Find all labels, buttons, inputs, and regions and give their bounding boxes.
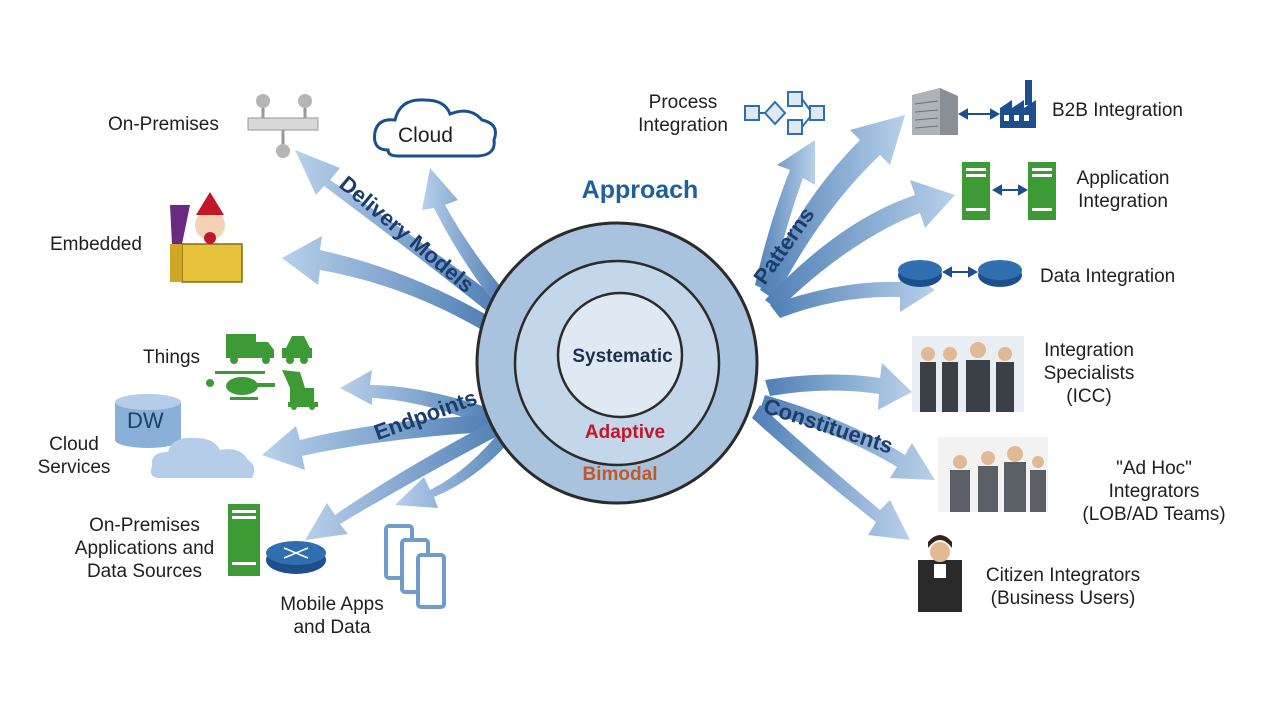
b2b-link-arrow	[957, 108, 1001, 120]
label-line: Data Sources	[86, 561, 203, 582]
people-photo-icon	[938, 437, 1048, 512]
people-photo-icon	[918, 535, 962, 612]
factory-icon	[1000, 80, 1036, 128]
excavator-icon	[282, 370, 318, 410]
label-embedded: Embedded	[50, 234, 142, 255]
label-line: Application	[1076, 168, 1170, 189]
constituents-arrows	[752, 363, 935, 540]
process-flow-icon	[744, 91, 825, 135]
label-process-integration: Process Integration	[628, 91, 738, 137]
label-citizen: Citizen Integrators (Business Users)	[972, 564, 1154, 610]
car-icon	[282, 336, 312, 364]
office-building-icon	[912, 88, 958, 135]
label-line: (Business Users)	[990, 588, 1136, 609]
database-icon	[115, 394, 181, 448]
server-icon	[228, 504, 260, 576]
arrow-to-process-integration	[755, 140, 815, 292]
label-line: Integration	[1078, 191, 1168, 212]
cloud-icon	[373, 98, 497, 158]
label-cloud-services: Cloud Services	[30, 433, 118, 479]
arrow-to-b2b	[760, 115, 905, 300]
label-on-premises-apps: On-Premises Applications and Data Source…	[62, 514, 227, 583]
label-line: Process	[648, 92, 718, 113]
patterns-arrows	[755, 115, 955, 318]
label-line: Integrators	[1108, 481, 1200, 502]
arrow-to-cloud	[422, 168, 505, 300]
router-icon	[898, 260, 1022, 287]
label-line: (LOB/AD Teams)	[1082, 504, 1226, 525]
label-line: On-Premises	[89, 515, 200, 536]
arrow-to-on-premises-apps	[305, 420, 505, 540]
approach-title: Approach	[581, 176, 699, 204]
arrow-to-on-premises	[295, 150, 500, 312]
label-line: Citizen Integrators	[985, 565, 1141, 586]
label-cloud: Cloud	[398, 124, 453, 147]
arrow-to-data-integration	[770, 266, 935, 318]
label-line: Services	[37, 457, 111, 478]
helicopter-icon	[206, 371, 275, 400]
arrow-to-cloud-services	[262, 415, 492, 470]
label-ad-hoc: "Ad Hoc" Integrators (LOB/AD Teams)	[1066, 457, 1242, 526]
label-data-integration: Data Integration	[1040, 266, 1176, 287]
delivery-models-arrows	[282, 150, 505, 330]
label-line: Specialists	[1043, 363, 1135, 384]
label-integration-specialists: Integration Specialists (ICC)	[1030, 339, 1148, 408]
label-line: Integration	[1044, 340, 1134, 361]
label-b2b-integration: B2B Integration	[1052, 100, 1183, 121]
arrow-to-mobile	[395, 425, 518, 508]
approach-circles	[475, 221, 759, 505]
jack-in-the-box-icon	[170, 192, 243, 283]
truck-icon	[226, 334, 274, 364]
label-line: Applications and	[74, 538, 215, 559]
people-photo-icon	[912, 336, 1024, 412]
arrow-to-application	[765, 180, 955, 310]
label-line: "Ad Hoc"	[1116, 458, 1192, 479]
arrow-to-ad-hoc	[760, 395, 935, 480]
ring-label-systematic: Systematic	[572, 346, 673, 367]
label-application-integration: Application Integration	[1064, 167, 1182, 213]
cloud-services-icon	[151, 437, 255, 478]
label-line: Integration	[638, 115, 728, 136]
label-mobile: Mobile Apps and Data	[268, 593, 396, 639]
arrow-to-embedded	[282, 236, 492, 330]
arrow-to-citizen	[752, 405, 910, 540]
label-line: and Data	[293, 617, 371, 638]
endpoints-arrows	[262, 370, 518, 540]
server-icon	[962, 162, 1056, 220]
router-icon	[266, 541, 326, 574]
label-on-premises: On-Premises	[108, 114, 219, 135]
ring-label-adaptive: Adaptive	[584, 422, 666, 443]
mobile-phone-icon	[384, 524, 446, 609]
arrow-to-things	[340, 370, 495, 425]
pipeline-icon	[247, 94, 319, 158]
label-things: Things	[143, 347, 201, 368]
label-line: Cloud	[49, 434, 99, 455]
label-line: Mobile Apps	[280, 594, 384, 615]
arrow-to-integration-specialists	[765, 363, 912, 410]
ring-systematic	[556, 291, 684, 419]
label-dw: DW	[127, 408, 164, 433]
label-line: (ICC)	[1066, 386, 1112, 407]
ring-label-bimodal: Bimodal	[582, 464, 658, 485]
